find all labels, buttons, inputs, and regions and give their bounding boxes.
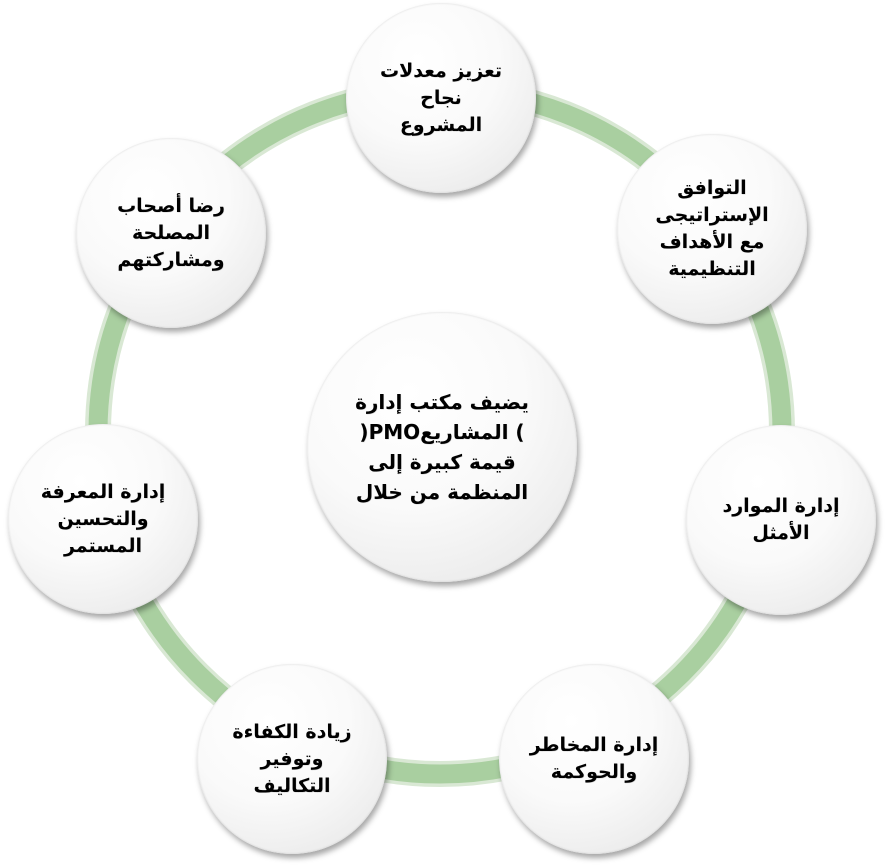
node-risk-governance: إدارة المخاطر والحوكمة (499, 664, 689, 854)
node-strategic-alignment-label: التوافق الإستراتيجى مع الأهداف التنظيمية (655, 177, 769, 280)
node-resource-management: إدارة الموارد الأمثل (686, 425, 876, 615)
node-risk-governance-label: إدارة المخاطر والحوكمة (529, 734, 659, 783)
center-circle: يضيف مكتب إدارة (PMO) المشاريع قيمة كبير… (307, 312, 577, 582)
node-strategic-alignment: التوافق الإستراتيجى مع الأهداف التنظيمية (617, 134, 807, 324)
node-stakeholder-satisfaction: رضا أصحاب المصلحة ومشاركتهم (76, 138, 266, 328)
node-knowledge-improvement: إدارة المعرفة والتحسين المستمر (8, 424, 198, 614)
node-project-success: تعزيز معدلات نجاح المشروع (346, 3, 536, 193)
node-stakeholder-satisfaction-label: رضا أصحاب المصلحة ومشاركتهم (117, 194, 225, 271)
node-project-success-label: تعزيز معدلات نجاح المشروع (380, 59, 502, 136)
node-knowledge-improvement-label: إدارة المعرفة والتحسين المستمر (40, 480, 166, 557)
node-efficiency-cost-label: زيادة الكفاءة وتوفير التكاليف (232, 720, 352, 797)
node-efficiency-cost: زيادة الكفاءة وتوفير التكاليف (197, 664, 387, 854)
center-text: يضيف مكتب إدارة (PMO) المشاريع قيمة كبير… (355, 390, 529, 504)
node-resource-management-label: إدارة الموارد الأمثل (722, 495, 840, 544)
